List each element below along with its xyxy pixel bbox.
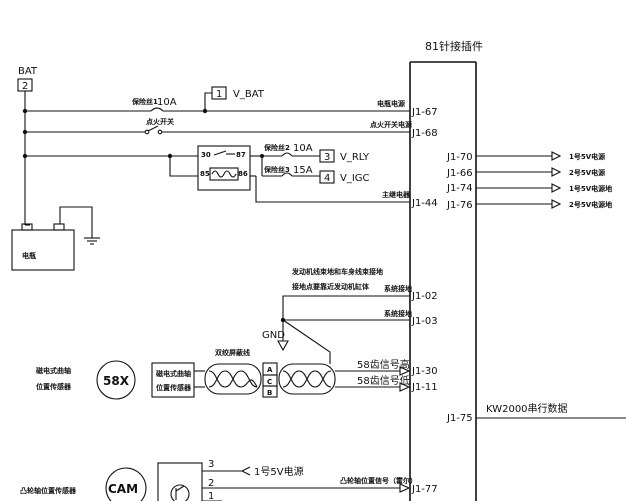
desc-j1-76: 2号5V电源地: [569, 200, 612, 209]
crank-name-2: 位置传感器: [36, 382, 72, 391]
desc-j1-02: 系统接地: [384, 284, 412, 293]
ecu-connector: 81针接插件: [409, 39, 483, 501]
fuse1-rating: 10A: [157, 97, 177, 108]
fuse2-label: 保险丝2: [263, 143, 290, 152]
pin-j1-03: J1-03: [411, 316, 438, 327]
conn-a: A: [267, 366, 273, 374]
pin-j1-75: J1-75: [446, 413, 473, 424]
fuse2-rating: 10A: [293, 143, 313, 154]
pin-j1-70: J1-70: [446, 152, 473, 163]
pin-j1-66: J1-66: [446, 168, 473, 179]
crank-name-1: 磁电式曲轴: [36, 366, 71, 375]
crank-cable-label: 双绞屏蔽线: [215, 348, 250, 357]
bat-label: BAT: [18, 66, 38, 77]
pin-j1-11: J1-11: [411, 382, 438, 393]
crank-box-2: 位置传感器: [156, 383, 192, 392]
conn-b: B: [267, 389, 272, 397]
relay-30: 30: [201, 151, 211, 159]
fuse1-label: 保险丝1: [131, 97, 158, 106]
relay-87: 87: [236, 151, 246, 159]
ecu-title: 81针接插件: [425, 39, 483, 53]
relay-85: 85: [200, 170, 210, 178]
out-label-vigc: V_IGC: [340, 173, 370, 184]
conn-c: C: [267, 378, 272, 386]
pin-j1-68: J1-68: [411, 128, 438, 139]
desc-j1-03: 系统接地: [384, 309, 412, 318]
cam-pin3: 3: [208, 459, 214, 470]
ignition-line: 点火开关 点火开关电源: [22, 117, 412, 135]
bat-box-num: 2: [22, 81, 28, 92]
cam-supply-label: 1号5V电源: [254, 465, 304, 478]
pin-j1-74: J1-74: [446, 183, 473, 194]
battery-feed-line: 保险丝1 10A 1 V_BAT 电瓶电源: [22, 86, 410, 114]
crank-box-1: 磁电式曲轴: [156, 369, 191, 378]
pin-j1-30: J1-30: [411, 366, 438, 377]
out-box-3: 3: [324, 152, 330, 163]
out-box-1: 1: [216, 89, 222, 100]
desc-j1-30: 58齿信号高: [357, 358, 410, 371]
right-pins: J1-70 J1-66 J1-74 J1-76 1号5V电源 2号5V电源 1号…: [446, 151, 626, 424]
pin-j1-02: J1-02: [411, 291, 438, 302]
battery-name: 电瓶: [22, 251, 36, 260]
desc-j1-11: 58齿信号低: [357, 374, 410, 387]
pin-j1-76: J1-76: [446, 200, 473, 211]
ground-wiring: 发动机线束地和车身线束接地 接地点要靠近发动机缸体 系统接地 系统接地 GND: [262, 267, 412, 364]
desc-j1-70: 1号5V电源: [569, 152, 605, 161]
cam-pin1: 1: [208, 491, 214, 501]
battery: BAT 2 电瓶: [11, 66, 100, 271]
ground-note-1: 发动机线束地和车身线束接地: [291, 267, 383, 276]
relay-feed-line: [22, 153, 198, 177]
relay-86: 86: [238, 170, 248, 178]
crank-sensor-58x: 58X: [103, 374, 130, 388]
desc-j1-74: 1号5V电源地: [569, 184, 612, 193]
cam-sensor-circuit: 凸轮轴位置传感器 CAM 3 2 1 1号5V电源 凸轮轴位置信号（霍尔）: [20, 459, 417, 501]
left-pin-labels: J1-67 J1-68 J1-44 J1-02 J1-03 J1-30 J1-1…: [411, 107, 438, 495]
desc-j1-77: 凸轮轴位置信号（霍尔）: [340, 476, 417, 485]
desc-j1-66: 2号5V电源: [569, 168, 605, 177]
fuse3-rating: 15A: [293, 165, 313, 176]
desc-j1-75: KW2000串行数据: [486, 402, 568, 415]
pin-j1-44: J1-44: [411, 198, 438, 209]
desc-j1-68: 点火开关电源: [370, 120, 412, 129]
ground-note-2: 接地点要靠近发动机缸体: [292, 282, 370, 291]
out-box-4: 4: [324, 173, 330, 184]
desc-j1-44: 主继电器: [382, 190, 411, 199]
gnd-label: GND: [262, 330, 285, 341]
desc-j1-67: 电瓶电源: [377, 99, 405, 108]
crank-sensor-circuit: 磁电式曲轴 位置传感器 58X 磁电式曲轴 位置传感器 双绞屏蔽线 A C B …: [36, 348, 411, 400]
relay-outputs: 保险丝2 10A 保险丝3 15A 3 V_RLY 4 V_IGC 主继电器: [260, 143, 411, 199]
out-label-vrly: V_RLY: [340, 152, 370, 163]
ignition-label: 点火开关: [146, 117, 174, 126]
pin-j1-77: J1-77: [411, 484, 438, 495]
pin-j1-67: J1-67: [411, 107, 438, 118]
cam-sensor-label: CAM: [108, 482, 138, 496]
cam-name: 凸轮轴位置传感器: [20, 486, 77, 495]
out-label-vbat: V_BAT: [233, 89, 265, 100]
fuse3-label: 保险丝3: [263, 165, 290, 174]
main-relay: 30 87 85 86: [197, 145, 410, 203]
cam-pin2: 2: [208, 478, 214, 489]
